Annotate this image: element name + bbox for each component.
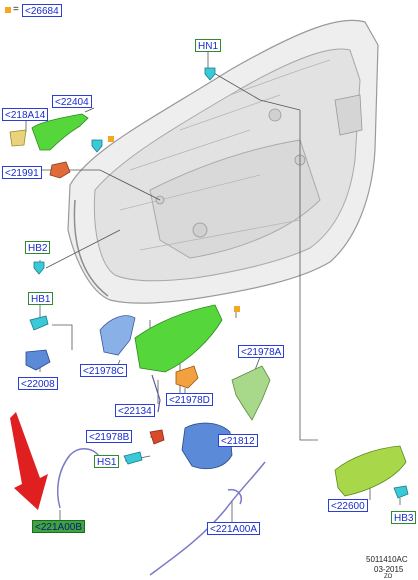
diagram-code: 5011410AC (366, 555, 408, 564)
component-hb3-bolt (393, 485, 409, 499)
equals-sign: = (13, 4, 19, 15)
diagram-date: 03-2015 (374, 565, 404, 574)
component-21991 (49, 161, 71, 179)
component-22404-handle (31, 113, 89, 151)
component-main-handle-green (134, 304, 223, 373)
marker-square-icon (5, 7, 11, 13)
diagram-extra: ZO (384, 574, 393, 580)
callout-hs1[interactable]: HS1 (94, 455, 120, 468)
callout-221a00a[interactable]: <221A00A (207, 522, 260, 535)
component-cable-221a00a (149, 461, 266, 576)
component-218a14 (9, 129, 27, 147)
component-22600 (334, 445, 407, 497)
callout-hn1[interactable]: HN1 (195, 39, 222, 52)
callout-21978b[interactable]: <21978B (86, 430, 133, 443)
door-panel (67, 19, 379, 304)
callout-22008[interactable]: <22008 (18, 377, 58, 390)
callout-22404[interactable]: <22404 (52, 95, 92, 108)
ref-label-26684[interactable]: <26684 (22, 4, 62, 17)
callout-22600[interactable]: <22600 (328, 499, 368, 512)
red-arrow-icon (10, 412, 48, 510)
callout-hb3[interactable]: HB3 (391, 511, 417, 524)
callout-21991[interactable]: <21991 (2, 166, 42, 179)
component-21978b (149, 429, 165, 445)
component-22134-rod (151, 374, 161, 413)
marker-square-icon (108, 136, 114, 142)
callout-hb2[interactable]: HB2 (25, 241, 51, 254)
component-21978a (231, 365, 271, 421)
component-hb2-bolt (33, 261, 45, 275)
callout-hb1[interactable]: HB1 (28, 292, 54, 305)
component-hb1-bolt (29, 315, 49, 331)
component-cable-221a00b (57, 448, 101, 509)
component-hs1-bolt (123, 451, 143, 465)
callout-21978a[interactable]: <21978A (238, 345, 285, 358)
component-hn1-bolt (204, 67, 216, 81)
callout-21812[interactable]: <21812 (218, 434, 258, 447)
component-21978d (175, 365, 199, 389)
callout-21978d[interactable]: <21978D (166, 393, 213, 406)
component-22008 (25, 349, 51, 371)
component-bolt-upper (91, 139, 103, 153)
callout-221a00b[interactable]: <221A00B (32, 520, 85, 533)
callout-218a14[interactable]: <218A14 (2, 108, 49, 121)
component-21978c (99, 315, 136, 356)
callout-22134[interactable]: <22134 (115, 404, 155, 417)
callout-21978c[interactable]: <21978C (80, 364, 127, 377)
marker-square-icon (234, 306, 240, 312)
